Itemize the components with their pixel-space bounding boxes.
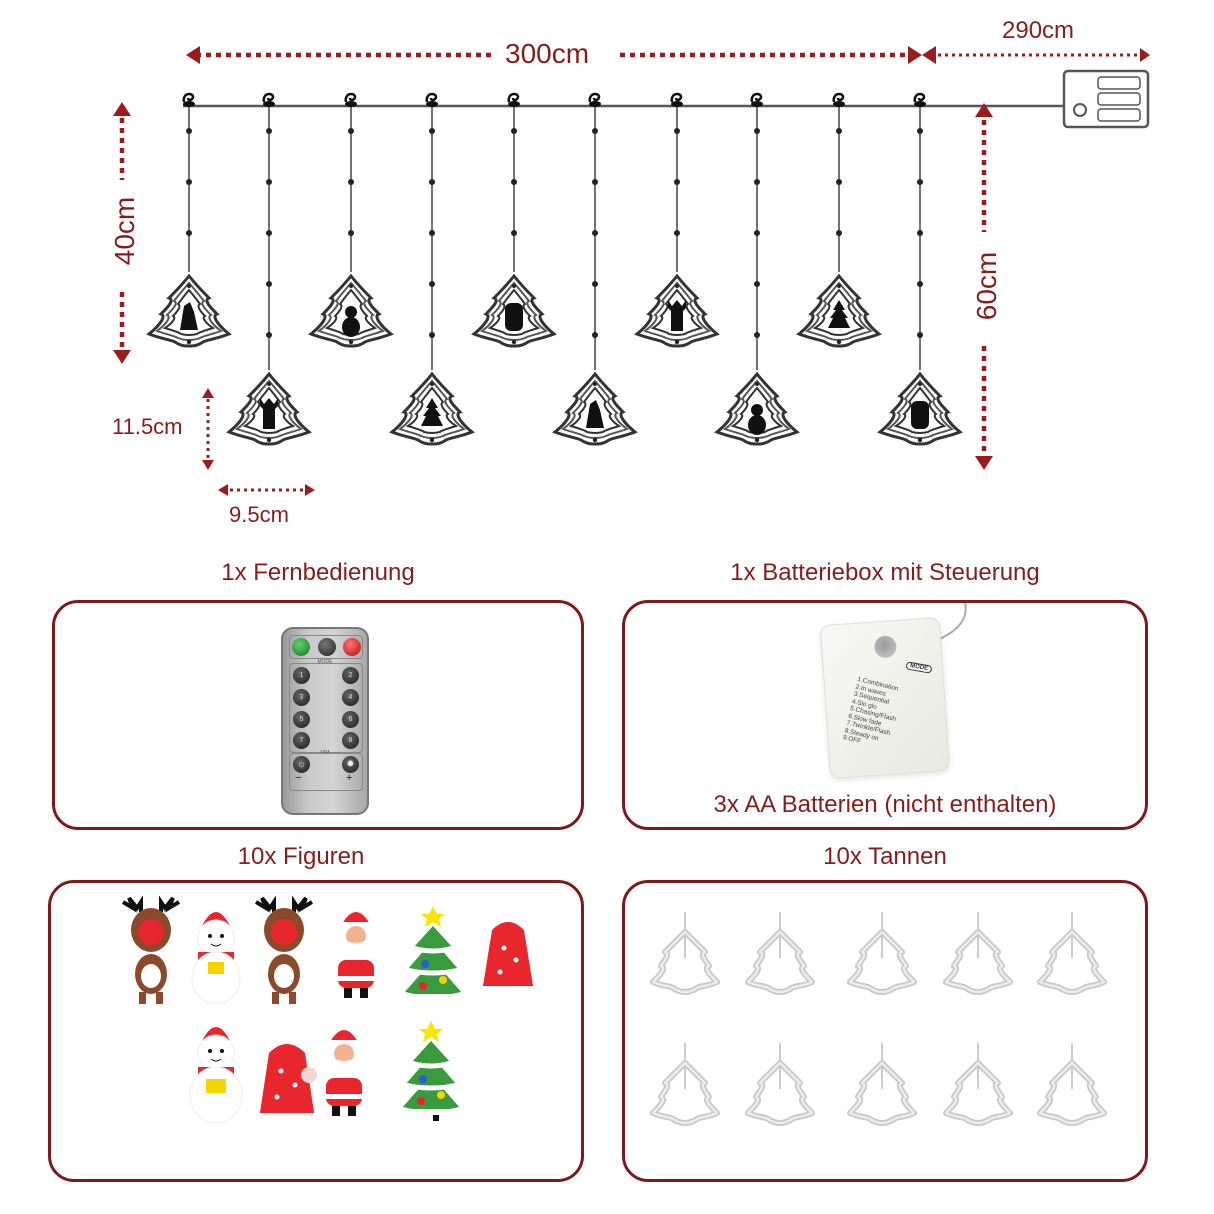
dimension-pendant-height: 11.5cm (112, 414, 183, 439)
pendant-silhouettes (180, 300, 929, 435)
figures-panel (48, 880, 584, 1182)
remote-panel: MODE 1 2 3 4 5 6 7 8 DIM ☼ ✹ − + (52, 600, 584, 830)
remote-button-8[interactable]: 8 (342, 732, 359, 749)
dimension-total-width: 300cm (505, 38, 590, 69)
remote-plus-label: + (346, 772, 353, 784)
tree-figure (400, 1021, 462, 1121)
remote-timer-button[interactable] (318, 638, 336, 656)
dimension-arrows (113, 46, 1150, 496)
remote-button-1[interactable]: 1 (293, 667, 310, 684)
remote-button-3[interactable]: 3 (293, 689, 310, 706)
battery-box-device: MODE 1.Combination 2.In waves 3.Sequenti… (819, 617, 951, 779)
battery-box-panel: MODE 1.Combination 2.In waves 3.Sequenti… (622, 600, 1148, 830)
figures-illustration (121, 895, 536, 1125)
trees-panel (622, 880, 1148, 1182)
santa-figure (338, 912, 374, 998)
strands (188, 106, 921, 370)
snowman-figure (191, 912, 241, 1005)
dimension-long-strand: 60cm (971, 251, 1002, 321)
battery-box-title: 1x Batteriebox mit Steuerung (730, 559, 1040, 586)
remote-button-6[interactable]: 6 (342, 711, 359, 728)
trees-illustration (622, 880, 1148, 1182)
dimension-pendant-width: 9.5cm (229, 502, 289, 527)
battery-box-icon (1062, 69, 1150, 129)
dimension-lead-cable: 290cm (1002, 17, 1075, 44)
remote-dim-up-button[interactable]: ✹ (342, 756, 359, 773)
remote-title: 1x Fernbedienung (221, 559, 415, 586)
battery-switch-icon[interactable] (873, 635, 898, 659)
remote-on-button[interactable] (292, 638, 310, 656)
remote-control: MODE 1 2 3 4 5 6 7 8 DIM ☼ ✹ − + (281, 627, 369, 815)
reindeer-figure (121, 895, 181, 1004)
santa-hat-figure (480, 922, 536, 996)
led-dots (186, 128, 923, 338)
reindeer-figure (254, 895, 314, 1004)
tree-frames-row-2 (653, 1043, 1104, 1123)
battery-note: 3x AA Batterien (nicht enthalten) (713, 791, 1057, 818)
remote-button-4[interactable]: 4 (342, 689, 359, 706)
tree-figure (402, 906, 464, 1001)
figures-title: 10x Figuren (237, 843, 365, 870)
remote-dim-down-button[interactable]: ☼ (293, 756, 310, 773)
santa-figure (326, 1030, 362, 1116)
santa-hat-figure (255, 1044, 319, 1125)
snowman-figure (189, 1027, 243, 1124)
remote-button-7[interactable]: 7 (293, 732, 310, 749)
curtain-light-diagram (113, 46, 1150, 496)
remote-minus-label: − (295, 772, 302, 784)
remote-button-5[interactable]: 5 (293, 711, 310, 728)
remote-off-button[interactable] (343, 638, 361, 656)
trees-title: 10x Tannen (823, 843, 947, 870)
remote-button-2[interactable]: 2 (342, 667, 359, 684)
tree-frames-row-1 (653, 912, 1104, 992)
battery-mode-button[interactable]: MODE (905, 661, 933, 674)
remote-mode-label: MODE (317, 659, 333, 665)
battery-mode-list: 1.Combination 2.In waves 3.Sequential 4.… (842, 676, 904, 753)
dimension-short-strand: 40cm (109, 196, 140, 266)
